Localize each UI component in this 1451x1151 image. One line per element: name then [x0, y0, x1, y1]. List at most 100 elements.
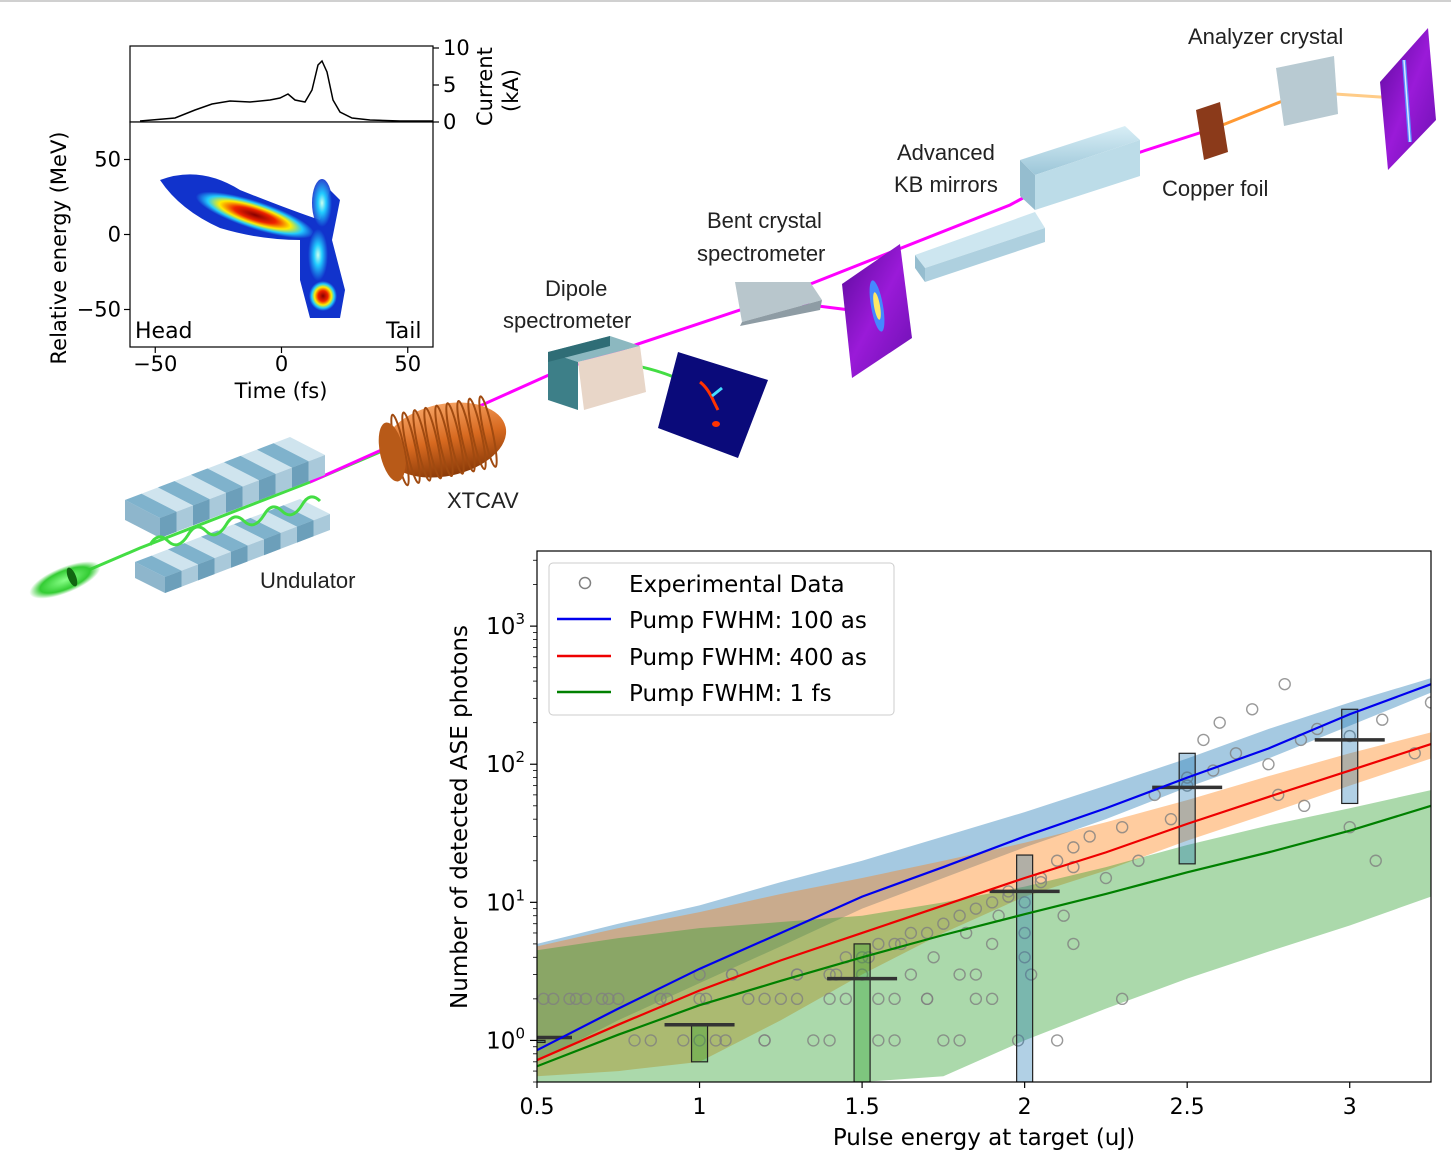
- inset-x-tick-label: −50: [133, 352, 177, 376]
- data-point: [595, 992, 609, 1006]
- xtcav-ring: [467, 397, 487, 471]
- current-axis-label-line1: Current: [473, 47, 497, 126]
- xtcav-ring: [445, 402, 465, 475]
- data-point: [1115, 820, 1129, 834]
- chart-y-axis-label: Number of detected ASE photons: [447, 625, 473, 1009]
- data-point: [579, 992, 592, 1006]
- data-point: [888, 1034, 901, 1047]
- data-point: [927, 951, 940, 964]
- undulator-stripe: [193, 499, 210, 526]
- uncertainty-band: [537, 678, 1431, 1062]
- data-point: [569, 992, 583, 1006]
- energy-time-image: [160, 174, 345, 318]
- inset-y-axis-label: Relative energy (MeV): [47, 132, 71, 365]
- undulator-upper-block: [125, 437, 325, 538]
- data-point: [1115, 992, 1129, 1006]
- chart-legend: Experimental Data Pump FWHM: 100 as Pump…: [548, 562, 895, 716]
- data-point: [1024, 968, 1038, 981]
- inset-y-tick-label: −50: [77, 298, 121, 322]
- inset-x-tick-label: 50: [394, 352, 421, 376]
- data-point: [758, 1034, 771, 1047]
- data-point: [823, 992, 836, 1006]
- legend-label-1fs: Pump FWHM: 1 fs: [629, 681, 832, 707]
- copper-foil: [1196, 102, 1228, 160]
- box-iqr: [690, 1024, 709, 1063]
- data-point: [872, 992, 885, 1006]
- undulator-label: Undulator: [260, 568, 355, 593]
- chart-x-axis-label: Pulse energy at target (uJ): [833, 1125, 1135, 1151]
- x-tick-label: 2.5: [1170, 1095, 1205, 1120]
- undulator-stripe: [231, 545, 248, 568]
- data-point: [937, 1034, 950, 1047]
- box-iqr: [1016, 854, 1034, 1082]
- data-point: [677, 1034, 690, 1047]
- inset-y-tick-label: 0: [108, 223, 121, 247]
- data-point: [1343, 820, 1356, 834]
- data-point: [920, 992, 934, 1006]
- legend-label-100as: Pump FWHM: 100 as: [629, 608, 867, 634]
- data-point: [985, 937, 999, 951]
- x-tick-label: 2: [1018, 1095, 1032, 1120]
- data-point: [654, 992, 667, 1006]
- data-point: [1083, 830, 1096, 843]
- data-point: [1229, 747, 1243, 760]
- current-tick-label: 10: [443, 36, 470, 60]
- dipole-label-line2: spectrometer: [503, 308, 631, 333]
- data-point: [839, 992, 853, 1006]
- electron-bunch: [29, 561, 101, 599]
- kb-mirror-2: [1020, 126, 1140, 210]
- data-point: [888, 992, 901, 1006]
- electron-bunch-core: [66, 567, 78, 587]
- undulator-stripe: [226, 486, 243, 513]
- kb-label-line2: KB mirrors: [894, 172, 998, 197]
- box-iqr: [537, 1039, 546, 1044]
- undulator-stripe: [135, 555, 182, 577]
- undulator-stripe: [198, 558, 215, 581]
- data-point: [1311, 722, 1324, 736]
- data-point: [959, 926, 973, 940]
- data-point: [1018, 951, 1031, 964]
- dipole-detector-image: [658, 352, 768, 458]
- analyzer-crystal: [1276, 56, 1338, 126]
- x-tick-label: 0.5: [520, 1095, 555, 1120]
- current-trace: [139, 59, 433, 122]
- x-tick-label: 3: [1343, 1095, 1357, 1120]
- data-point: [937, 917, 950, 930]
- data-point: [1132, 854, 1145, 867]
- data-point: [969, 992, 983, 1006]
- data-point: [563, 992, 576, 1006]
- model-line: [537, 743, 1431, 1062]
- data-point: [1164, 812, 1178, 826]
- undulator-stripe: [160, 511, 177, 538]
- data-point: [823, 1034, 836, 1047]
- inset-head-label: Head: [135, 319, 193, 344]
- data-point: [1050, 1034, 1064, 1047]
- data-point: [1262, 758, 1275, 771]
- data-point: [742, 992, 755, 1006]
- inset-y-tick-label: 50: [94, 148, 121, 172]
- data-point: [904, 968, 918, 981]
- box-iqr: [1178, 752, 1196, 865]
- data-point: [1067, 937, 1080, 951]
- data-point: [872, 937, 885, 951]
- x-tick-label: 1.5: [845, 1095, 880, 1120]
- data-point: [1018, 926, 1031, 940]
- data-point: [894, 937, 908, 951]
- uncertainty-band: [537, 790, 1431, 1082]
- current-panel-frame: [129, 45, 434, 123]
- data-point: [1197, 733, 1210, 747]
- inset-x-tick-label: 0: [275, 352, 288, 376]
- data-point: [1057, 909, 1070, 922]
- box-iqr: [1341, 708, 1359, 805]
- model-line: [537, 683, 1431, 1052]
- xtcav-ring: [434, 404, 454, 478]
- xtcav-ring: [401, 411, 421, 484]
- xtcav-ring: [423, 406, 443, 480]
- data-point: [709, 1034, 722, 1047]
- data-point: [758, 992, 771, 1006]
- undulator-stripe: [168, 543, 215, 565]
- data-point: [1376, 713, 1389, 726]
